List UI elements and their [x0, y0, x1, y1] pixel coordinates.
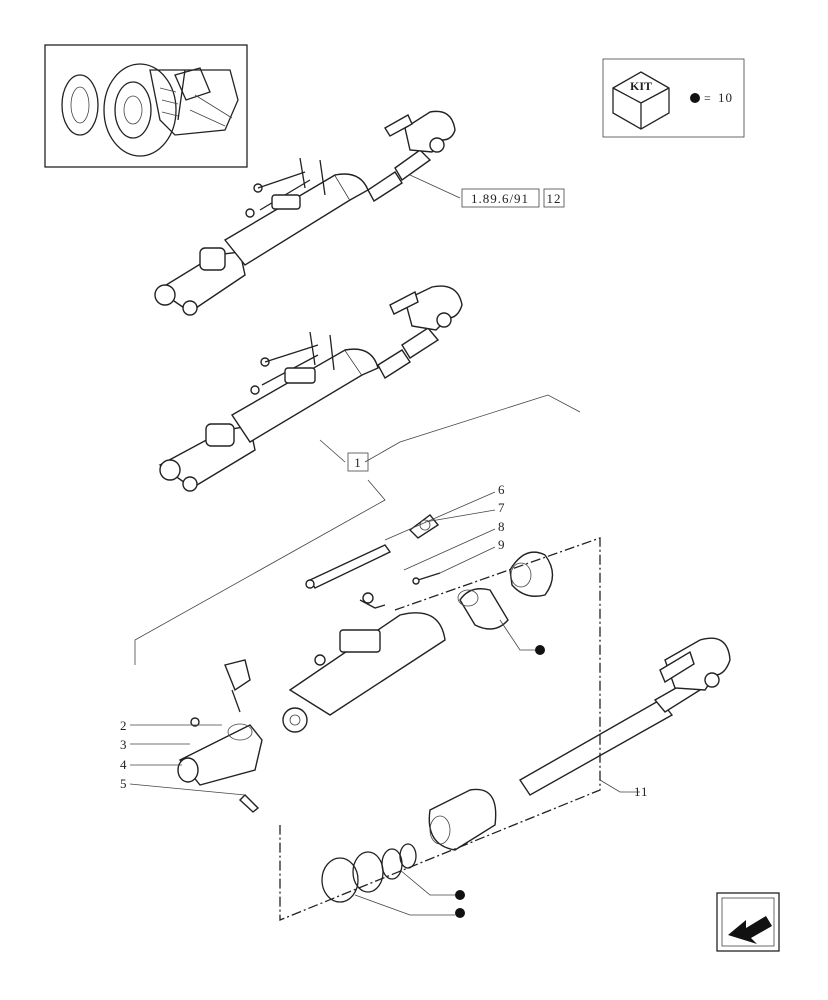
callout-3: 3 — [120, 737, 128, 752]
top-link-assembly-1 — [154, 110, 461, 316]
sub-reference: 12 — [547, 191, 562, 206]
callout-5: 5 — [120, 776, 128, 791]
assembly-callout: 1 — [134, 394, 581, 665]
callout-7: 7 — [498, 500, 506, 515]
assembly-label: 1 — [354, 455, 362, 470]
callout-6: 6 — [498, 482, 506, 497]
kit-cube-icon — [612, 71, 670, 130]
top-link-assembly-2 — [158, 285, 463, 492]
part-callouts: 2 3 4 5 6 7 8 9 11 — [120, 482, 649, 799]
callout-8: 8 — [498, 519, 506, 534]
kit-ref-number: 10 — [718, 90, 733, 105]
nav-arrow-button[interactable] — [716, 892, 780, 952]
kit-bullet-icon — [690, 93, 700, 103]
callout-2: 2 — [120, 718, 128, 733]
callout-4: 4 — [120, 757, 128, 772]
callout-9: 9 — [498, 537, 506, 552]
reference-callout: 1.89.6/91 12 — [461, 188, 565, 208]
kit-equals: = — [704, 91, 711, 105]
arrow-prev-icon — [728, 916, 772, 944]
kit-legend: KIT = 10 — [602, 58, 745, 138]
kit-label: KIT — [630, 79, 652, 93]
tractor-thumbnail — [44, 44, 248, 168]
tractor-icon — [61, 63, 239, 157]
exploded-parts — [177, 514, 731, 921]
callout-11: 11 — [634, 784, 649, 799]
page-reference: 1.89.6/91 — [471, 191, 529, 206]
